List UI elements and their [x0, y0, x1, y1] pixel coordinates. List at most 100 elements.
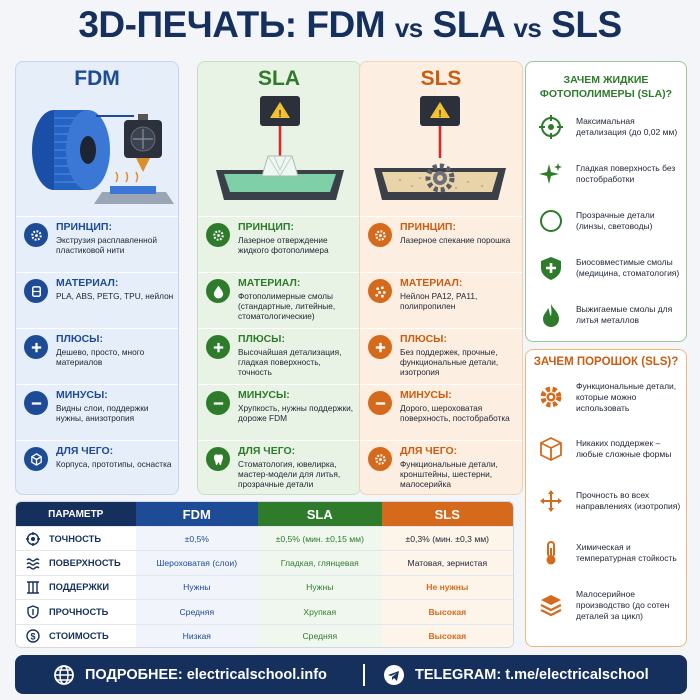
svg-text:!: ! — [278, 109, 281, 120]
sls-section-cons: МИНУСЫ: Дорого, шероховатая поверхность,… — [360, 384, 522, 440]
why-sla-item: Гладкая поверхность без постобработки — [526, 150, 686, 197]
footer-website[interactable]: ПОДРОБНЕЕ: electricalschool.info — [15, 664, 345, 686]
row-param: $СТОИМОСТЬ — [16, 625, 136, 647]
why-sls-item: Прочность во всех направлениях (изотропи… — [526, 475, 686, 527]
minus-icon — [368, 391, 392, 415]
title-part-sls: SLS — [551, 4, 622, 45]
sls-printer-illustration: ! — [360, 92, 522, 216]
supports-icon — [27, 581, 39, 595]
row-param-label: ПОВЕРХНОСТЬ — [49, 558, 121, 569]
why-sls-title: ЗАЧЕМ ПОРОШОК (SLS)? — [533, 356, 679, 368]
title-part-fdm: 3D-ПЕЧАТЬ: FDM — [78, 4, 386, 45]
cell-fdm: Средняя — [135, 600, 259, 624]
row-param: ПОДДЕРЖКИ — [16, 576, 136, 599]
sla-column-title: SLA — [258, 67, 300, 90]
sla-pros-title: ПЛЮСЫ: — [238, 333, 285, 345]
sla-section-pros: ПЛЮСЫ: Высочайшая детализация, гладкая п… — [198, 328, 360, 384]
sls-principle-text: Лазерное спекание порошка — [400, 235, 511, 245]
gear-icon — [368, 223, 392, 247]
fdm-section-cons: МИНУСЫ: Видны слои, поддержки нужны, ани… — [16, 384, 178, 440]
footer-telegram[interactable]: TELEGRAM: t.me/electricalschool — [383, 664, 649, 686]
title-vs-1: vs — [394, 13, 423, 43]
crosshair-icon — [539, 114, 563, 139]
cell-fdm: Шероховатая (слои) — [135, 551, 259, 575]
why-sls-item: Функциональные детали, которые можно исп… — [526, 371, 686, 423]
gear-icon — [206, 223, 230, 247]
row-param: ПОВЕРХНОСТЬ — [16, 551, 136, 574]
table-row: ТОЧНОСТЬ ±0,5% ±0,5% (мин. ±0,15 мм) ±0,… — [16, 526, 513, 551]
cell-sla: Гладкая, глянцевая — [258, 551, 382, 575]
page-title: 3D-ПЕЧАТЬ: FDM vs SLA vs SLS — [0, 4, 700, 46]
sla-material-title: МАТЕРИАЛ: — [238, 277, 301, 289]
row-param: ТОЧНОСТЬ — [16, 527, 136, 550]
sla-principle-text: Лазерное отверждение жидкого фотополимер… — [238, 235, 329, 256]
why-sla-item-text: Гладкая поверхность без постобработки — [576, 162, 676, 184]
footer-separator — [363, 663, 365, 686]
sls-material-text: Нейлон PA12, PA11, полипропилен — [400, 291, 478, 312]
sla-section-principle: ПРИНЦИП: Лазерное отверждение жидкого фо… — [198, 216, 360, 272]
fdm-use-text: Корпуса, прототипы, оснастка — [56, 459, 172, 469]
fdm-cons-text: Видны слои, поддержки нужны, анизотропия — [56, 403, 149, 424]
title-vs-2: vs — [513, 13, 542, 43]
why-sla-panel: ЗАЧЕМ ЖИДКИЕ ФОТОПОЛИМЕРЫ (SLA)? Максима… — [525, 61, 687, 342]
table-row: ПОВЕРХНОСТЬ Шероховатая (слои) Гладкая, … — [16, 550, 513, 575]
why-sla-item-text: Прозрачные детали (линзы, световоды) — [576, 209, 655, 231]
why-sls-item-text: Никаких поддержек – любые сложные формы — [576, 438, 672, 459]
telegram-icon — [384, 664, 404, 685]
why-sla-item-text: Максимальная детализация (до 0,02 мм) — [576, 115, 678, 137]
fdm-pros-text: Дешево, просто, много материалов — [56, 347, 145, 368]
why-sls-panel: ЗАЧЕМ ПОРОШОК (SLS)? Функциональные дета… — [525, 349, 687, 647]
shield-cross-icon — [541, 256, 561, 280]
sla-cons-text: Хрупкость, нужны поддержки, дороже FDM — [238, 403, 354, 424]
spool-icon — [24, 279, 48, 303]
gear-icon — [540, 386, 562, 408]
sls-pros-text: Без поддержек, прочные, функциональные д… — [400, 347, 499, 378]
sls-material-title: МАТЕРИАЛ: — [400, 277, 463, 289]
why-sls-item-text: Химическая и температурная стойкость — [576, 542, 677, 563]
cell-sls: Высокая — [381, 600, 513, 624]
sls-section-material: МАТЕРИАЛ: Нейлон PA12, PA11, полипропиле… — [360, 272, 522, 328]
cell-sla: Хрупкая — [258, 600, 382, 624]
footer-bar: ПОДРОБНЕЕ: electricalschool.info TELEGRA… — [15, 655, 687, 694]
why-sls-item: Химическая и температурная стойкость — [526, 527, 686, 579]
row-param-label: ПРОЧНОСТЬ — [49, 606, 109, 617]
row-param-label: ПОДДЕРЖКИ — [49, 582, 110, 593]
shield-icon — [27, 605, 39, 619]
sla-cons-title: МИНУСЫ: — [238, 389, 290, 401]
why-sls-item-text: Функциональные детали, которые можно исп… — [576, 380, 677, 413]
why-sla-item: Прозрачные детали (линзы, световоды) — [526, 197, 686, 244]
cell-sla: Средняя — [258, 624, 382, 647]
cell-sls: ±0,3% (мин. ±0,3 мм) — [381, 527, 513, 551]
title-part-sla: SLA — [432, 4, 505, 45]
cell-fdm: Нужны — [135, 575, 259, 600]
fdm-section-pros: ПЛЮСЫ: Дешево, просто, много материалов — [16, 328, 178, 384]
cell-fdm: ±0,5% — [135, 527, 259, 551]
sla-printer-illustration: ! — [198, 92, 360, 216]
cell-sla: Нужны — [258, 575, 382, 600]
fdm-pros-title: ПЛЮСЫ: — [56, 333, 103, 345]
sls-column-title: SLS — [420, 67, 462, 90]
sls-column: SLS ! ПРИНЦИП: Лазерное спекание порошка… — [359, 61, 523, 495]
header-sla: SLA — [258, 502, 382, 526]
header-fdm: FDM — [135, 502, 259, 526]
why-sls-item-text: Прочность во всех направлениях (изотропи… — [576, 490, 681, 511]
why-sls-item: Малосерийное производство (до сотен дета… — [526, 579, 686, 631]
sls-section-pros: ПЛЮСЫ: Без поддержек, прочные, функциона… — [360, 328, 522, 384]
arrows-icon — [540, 490, 562, 512]
sls-use-text: Функциональные детали, кронштейны, шесте… — [400, 459, 498, 490]
why-sla-item-text: Выжигаемые смолы для литья металлов — [576, 303, 673, 325]
svg-text:!: ! — [438, 109, 441, 120]
row-param-label: СТОИМОСТЬ — [49, 631, 109, 642]
table-row: $СТОИМОСТЬ Низкая Средняя Высокая — [16, 623, 513, 647]
waves-icon — [26, 558, 40, 570]
footer-website-text: ПОДРОБНЕЕ: electricalschool.info — [85, 666, 327, 683]
why-sla-item: Биосовместимые смолы (медицина, стоматол… — [526, 244, 686, 291]
cube-icon — [540, 436, 562, 462]
minus-icon — [206, 391, 230, 415]
plus-icon — [368, 335, 392, 359]
fdm-material-text: PLA, ABS, PETG, TPU, нейлон — [56, 291, 174, 301]
thermometer-icon — [546, 541, 556, 565]
table-row: ПОДДЕРЖКИ Нужны Нужны Не нужны — [16, 574, 513, 600]
header-parameter: ПАРАМЕТР — [16, 502, 136, 526]
cell-sla: ±0,5% (мин. ±0,15 мм) — [258, 527, 382, 551]
